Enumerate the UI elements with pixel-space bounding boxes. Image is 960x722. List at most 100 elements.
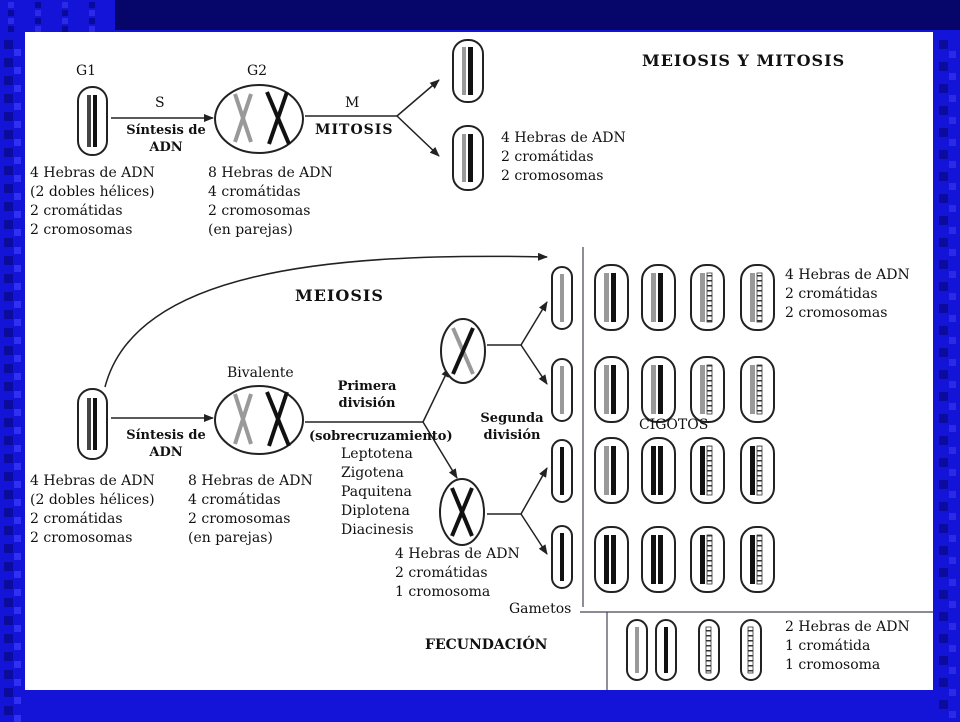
background-square xyxy=(949,557,956,564)
background-square xyxy=(14,571,21,578)
background-square xyxy=(939,656,948,665)
background-square xyxy=(14,175,21,182)
background-square xyxy=(4,310,13,319)
background-square xyxy=(14,553,21,560)
background-square xyxy=(14,67,21,74)
background-square xyxy=(4,652,13,661)
background-square xyxy=(89,2,95,8)
phase-label-m: M xyxy=(345,95,360,111)
diagram-graphics xyxy=(77,39,933,690)
background-square xyxy=(949,601,956,608)
background-square xyxy=(939,62,948,71)
fecundacion-label: FECUNDACIÓN xyxy=(425,637,548,653)
background-square xyxy=(949,711,956,718)
background-square xyxy=(939,414,948,423)
background-square xyxy=(14,481,21,488)
gamete-cell-3 xyxy=(551,439,573,503)
background-square xyxy=(4,472,13,481)
background-square xyxy=(8,18,14,24)
background-square xyxy=(4,58,13,67)
stage-diacinesis: Diacinesis xyxy=(341,522,414,538)
background-square xyxy=(62,2,68,8)
note-line: (en parejas) xyxy=(188,530,273,546)
zygote-cell xyxy=(594,356,629,423)
background-square xyxy=(4,112,13,121)
mitosis-result-note: 4 Hebras de ADN 2 cromátidas 2 cromosoma… xyxy=(501,129,626,186)
background-square xyxy=(939,524,948,533)
background-square xyxy=(4,526,13,535)
background-square xyxy=(939,436,948,445)
note-line: 2 cromátidas xyxy=(785,286,878,302)
background-square xyxy=(14,679,21,686)
background-square xyxy=(4,130,13,139)
background-square xyxy=(14,607,21,614)
gametes-row xyxy=(626,619,762,681)
background-square xyxy=(949,205,956,212)
background-square xyxy=(939,194,948,203)
background-square xyxy=(4,148,13,157)
g1-bottom-note: 4 Hebras de ADN (2 dobles hélices) 2 cro… xyxy=(30,472,155,548)
sobrecruzamiento-label: (sobrecruzamiento) xyxy=(309,429,453,444)
background-square xyxy=(939,590,948,599)
segunda-line-1: Segunda xyxy=(480,411,544,426)
sintesis-line-1: Síntesis de xyxy=(126,123,206,138)
sintesis-line-1: Síntesis de xyxy=(126,428,206,443)
background-square xyxy=(939,634,948,643)
background-square xyxy=(14,283,21,290)
background-square xyxy=(14,301,21,308)
gamete-cell-4 xyxy=(551,525,573,589)
background-square xyxy=(14,103,21,110)
background-square xyxy=(89,18,95,24)
background-square xyxy=(4,364,13,373)
diagram-panel: MEIOSIS Y MITOSIS G1 G2 S M Síntesis de … xyxy=(25,32,933,690)
background-square xyxy=(4,94,13,103)
note-line: 4 cromátidas xyxy=(188,492,281,508)
background-square xyxy=(949,535,956,542)
background-square xyxy=(8,2,14,8)
background-square xyxy=(14,499,21,506)
note-line: (en parejas) xyxy=(208,222,293,238)
background-square xyxy=(4,328,13,337)
background-square xyxy=(939,700,948,709)
note-line: 4 Hebras de ADN xyxy=(30,165,155,181)
background-square xyxy=(14,625,21,632)
background-square xyxy=(4,400,13,409)
background-square xyxy=(939,546,948,555)
background-square xyxy=(949,51,956,58)
background-square xyxy=(4,490,13,499)
gamete-cell xyxy=(626,619,648,681)
note-line: 1 cromosoma xyxy=(785,657,881,673)
stage-paquitena: Paquitena xyxy=(341,484,412,500)
zygote-cell xyxy=(690,264,725,331)
background-square xyxy=(949,491,956,498)
background-square xyxy=(14,139,21,146)
zygote-cell xyxy=(740,526,775,593)
background-square xyxy=(949,117,956,124)
arrow-segunda-lower-a xyxy=(520,467,548,515)
background-square xyxy=(939,216,948,225)
sintesis-line-2: ADN xyxy=(149,445,183,460)
background-square xyxy=(949,271,956,278)
meiosis-one-cell-upper xyxy=(440,318,486,384)
background-square xyxy=(4,40,13,49)
gamete-cell-2 xyxy=(551,358,573,422)
g2-cell-top xyxy=(214,84,304,154)
background-square xyxy=(949,359,956,366)
note-line: 4 Hebras de ADN xyxy=(785,267,910,283)
background-square xyxy=(939,128,948,137)
background-square xyxy=(14,355,21,362)
note-line: 4 Hebras de ADN xyxy=(395,546,520,562)
background-square xyxy=(14,463,21,470)
zygote-cell xyxy=(641,526,676,593)
background-square xyxy=(4,634,13,643)
background-square xyxy=(939,40,948,49)
background-square xyxy=(4,166,13,175)
arrow-segunda-upper-a xyxy=(520,301,548,346)
background-square xyxy=(89,26,95,32)
background-square xyxy=(4,256,13,265)
background-square xyxy=(8,26,14,32)
phase-label-g2: G2 xyxy=(247,63,268,79)
zygote-result-note: 4 Hebras de ADN 2 cromátidas 2 cromosoma… xyxy=(785,266,910,323)
background-square xyxy=(939,84,948,93)
gamete-result-note: 2 Hebras de ADN 1 cromátida 1 cromosoma xyxy=(785,618,910,675)
